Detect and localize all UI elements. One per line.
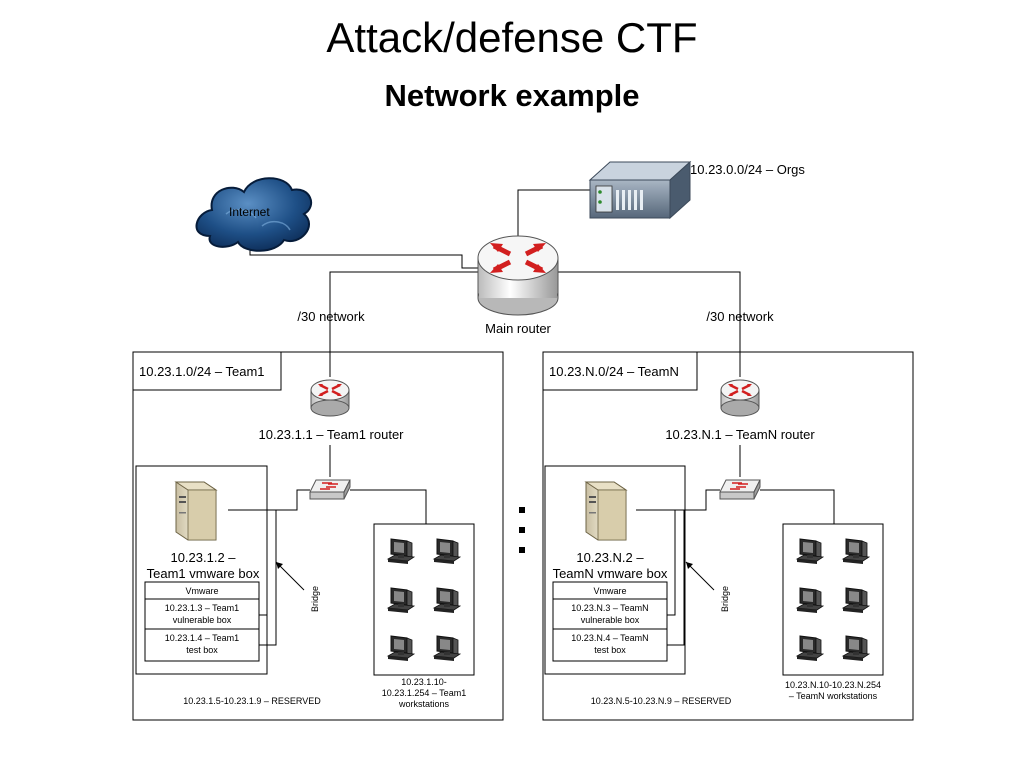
teamN-ws-line2: – TeamN workstations (789, 691, 878, 701)
teamN-workstation-icon (796, 587, 824, 614)
teamN-vmware-host-box (544, 465, 686, 675)
team1-router-label: 10.23.1.1 – Team1 router (258, 427, 404, 442)
teamN-workstation-icon (842, 635, 870, 662)
team1-ws-line3: workstations (398, 699, 450, 709)
team1-vuln-box (144, 598, 260, 630)
team1-workstation-icon (387, 635, 415, 662)
teamN-bridge-line-b (636, 509, 676, 616)
team1-bridge-line-b (228, 509, 268, 616)
team1-workstation-icon (433, 538, 461, 565)
team1-workstation-icon (433, 635, 461, 662)
team1-vmware-box-line1: 10.23.1.2 – (170, 550, 236, 565)
left-team-link (329, 271, 478, 377)
team1-test-line2: test box (186, 645, 218, 655)
team1-subnet-label: 10.23.1.0/24 – Team1 (139, 364, 265, 379)
teamN-router-label: 10.23.N.1 – TeamN router (665, 427, 815, 442)
teamN-vuln-line2: vulnerable box (581, 615, 640, 625)
diagram-title: Attack/defense CTF (326, 14, 698, 61)
teamN-vuln-line1: 10.23.N.3 – TeamN (571, 603, 648, 613)
team1-bridge-arrow (275, 561, 305, 591)
teamN-workstation-icon (796, 538, 824, 565)
team1-switch-ws-link (350, 489, 427, 524)
teamN-vmware-box-line2: TeamN vmware box (553, 566, 668, 581)
teamN-bridge-arrow (685, 561, 715, 591)
team1-workstation-icon (387, 538, 415, 565)
left-link-label: /30 network (297, 309, 365, 324)
team1-switch-icon (309, 479, 351, 500)
right-team-link (558, 271, 741, 377)
teamN-workstations-box (782, 523, 884, 676)
teamN-vmware-server-icon (585, 481, 627, 541)
teamN-test-line1: 10.23.N.4 – TeamN (571, 633, 648, 643)
team1-subnet-box (132, 351, 504, 721)
team1-switch-vm-link (228, 489, 310, 511)
teamN-workstation-icon (842, 587, 870, 614)
teamN-subnet-label-box (542, 351, 698, 391)
teamN-reserved-label: 10.23.N.5-10.23.N.9 – RESERVED (591, 696, 732, 706)
team1-subnet-label-box (132, 351, 282, 391)
team1-ws-line1: 10.23.1.10- (401, 677, 447, 687)
team1-router-icon (309, 378, 351, 418)
teamN-subnet-label: 10.23.N.0/24 – TeamN (549, 364, 679, 379)
main-router-label: Main router (485, 321, 551, 336)
orgs-link (517, 189, 590, 238)
team1-vuln-line1: 10.23.1.3 – Team1 (165, 603, 239, 613)
teamN-network: 10.23.N.0/24 – TeamN 10.23.N.1 – TeamN r… (542, 351, 914, 721)
teamN-test-line2: test box (594, 645, 626, 655)
teamN-switch-vm-link (636, 489, 720, 511)
teamN-workstation-icon (796, 635, 824, 662)
main-router-icon (477, 235, 559, 316)
right-link-label: /30 network (706, 309, 774, 324)
team1-reserved-label: 10.23.1.5-10.23.1.9 – RESERVED (183, 696, 321, 706)
team1-vmware-box-line2: Team1 vmware box (147, 566, 260, 581)
teamN-vmware-box-line1: 10.23.N.2 – (576, 550, 644, 565)
diagram-subtitle: Network example (384, 78, 640, 113)
team1-test-box (144, 628, 260, 662)
internet-label: Internet (229, 205, 270, 219)
team1-workstations-box (373, 523, 475, 676)
teamN-subnet-box (542, 351, 914, 721)
team1-bridge-label: Bridge (310, 586, 320, 612)
team1-workstation-icon (433, 587, 461, 614)
teamN-ws-line1: 10.23.N.10-10.23.N.254 (785, 680, 881, 690)
teamN-router-icon (719, 378, 761, 418)
teamN-bridge-label: Bridge (720, 586, 730, 612)
team1-vuln-line2: vulnerable box (173, 615, 232, 625)
team1-workstation-icon (387, 587, 415, 614)
team1-ws-line2: 10.23.1.254 – Team1 (382, 688, 466, 698)
team1-vmware-server-icon (175, 481, 217, 541)
teamN-switch-ws-link (760, 489, 835, 524)
orgs-label: 10.23.0.0/24 – Orgs (690, 162, 805, 177)
more-teams-ellipsis (519, 507, 525, 553)
team1-network: 10.23.1.0/24 – Team1 10.23.1.1 – Team1 r… (132, 351, 504, 721)
internet-cloud-icon (195, 177, 313, 252)
teamN-vmware-label: Vmware (593, 586, 626, 596)
teamN-workstation-icon (842, 538, 870, 565)
orgs-server-icon (588, 160, 692, 220)
team1-vmware-label: Vmware (185, 586, 218, 596)
team1-test-line1: 10.23.1.4 – Team1 (165, 633, 239, 643)
teamN-switch-icon (719, 479, 761, 500)
teamN-vuln-box (552, 598, 668, 630)
